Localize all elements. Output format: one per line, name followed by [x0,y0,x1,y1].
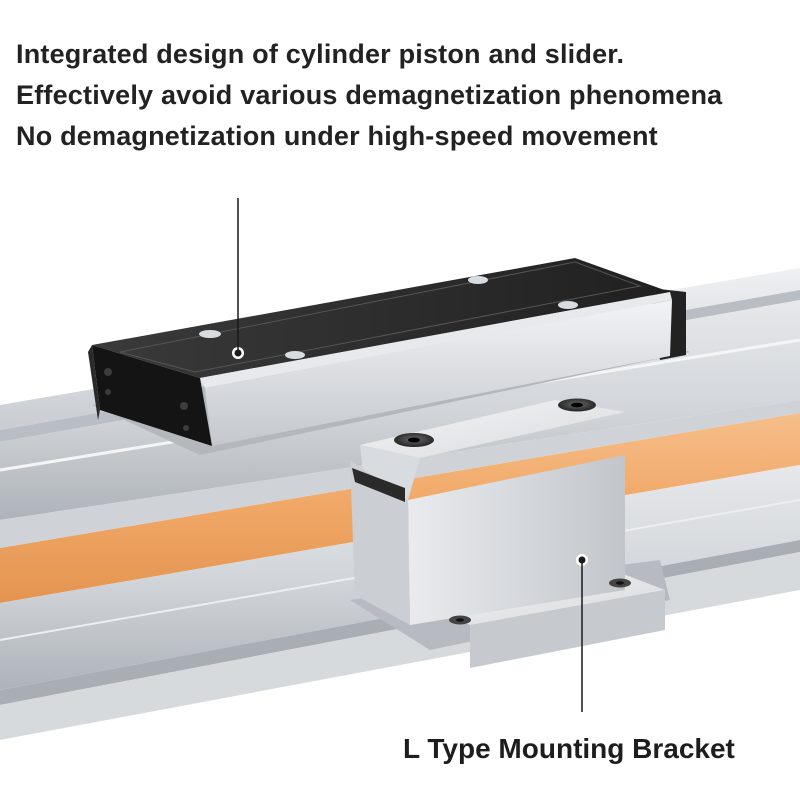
headline-line-1: Integrated design of cylinder piston and… [16,39,625,69]
l-type-mounting-bracket [350,398,670,668]
slider-carriage [88,258,690,455]
bracket-callout-label: L Type Mounting Bracket [403,733,735,764]
headline-line-3: No demagnetization under high-speed move… [16,121,658,151]
headline-line-2: Effectively avoid various demagnetizatio… [16,80,723,110]
feature-headline: Integrated design of cylinder piston and… [16,34,722,157]
